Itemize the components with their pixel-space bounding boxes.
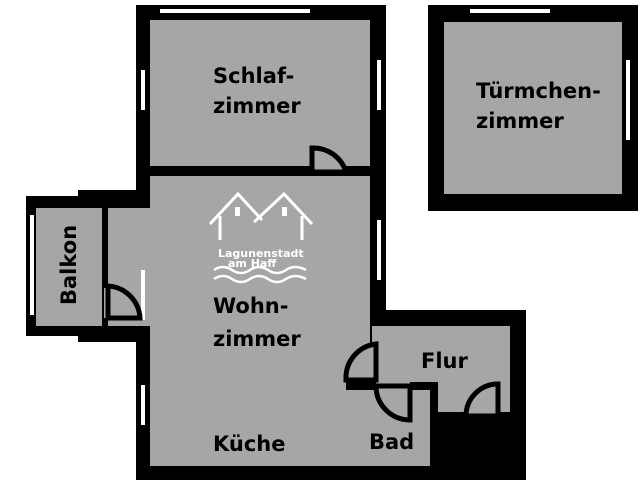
bad-label: Bad xyxy=(369,430,414,454)
wohnzimmer-label-line1: Wohn- xyxy=(213,294,288,318)
window-marks xyxy=(30,9,381,425)
balkon-door xyxy=(105,283,143,321)
flur-floor xyxy=(372,326,510,380)
tuermchenzimmer-label-line2: zimmer xyxy=(476,109,564,133)
schlafzimmer-floor xyxy=(150,20,370,168)
right-house-window xyxy=(282,207,287,216)
two-houses-waves-icon xyxy=(208,191,314,284)
schlafzimmer-label-line1: Schlaf- xyxy=(213,64,294,88)
flur-entry-door xyxy=(343,341,379,383)
bad-door xyxy=(373,383,413,423)
tuermchenzimmer-label-line1: Türmchen- xyxy=(476,79,601,103)
door-swings xyxy=(105,145,501,423)
tuermchenzimmer-room xyxy=(428,5,638,211)
balkon-floor xyxy=(36,208,102,326)
logo-text-line1: Lagunenstadt xyxy=(218,247,304,260)
lagunenstadt-logo: Lagunenstadt am Haff xyxy=(208,191,314,284)
balkon-label: Balkon xyxy=(57,225,81,305)
logo-text-line2: am Haff xyxy=(228,257,276,270)
tuermchenzimmer-floor xyxy=(444,22,622,194)
kueche-label: Küche xyxy=(213,432,286,456)
flur-label: Flur xyxy=(421,349,468,373)
apartment-floors xyxy=(36,20,510,466)
wohnzimmer-label-line2: zimmer xyxy=(213,327,301,351)
flur-exit-door xyxy=(463,381,501,419)
schlafzimmer-door xyxy=(309,145,350,175)
left-house-window xyxy=(235,207,240,216)
wohnzimmer-floor xyxy=(150,176,370,466)
interior-walls xyxy=(102,166,510,466)
schlafzimmer-label-line2: zimmer xyxy=(213,94,301,118)
